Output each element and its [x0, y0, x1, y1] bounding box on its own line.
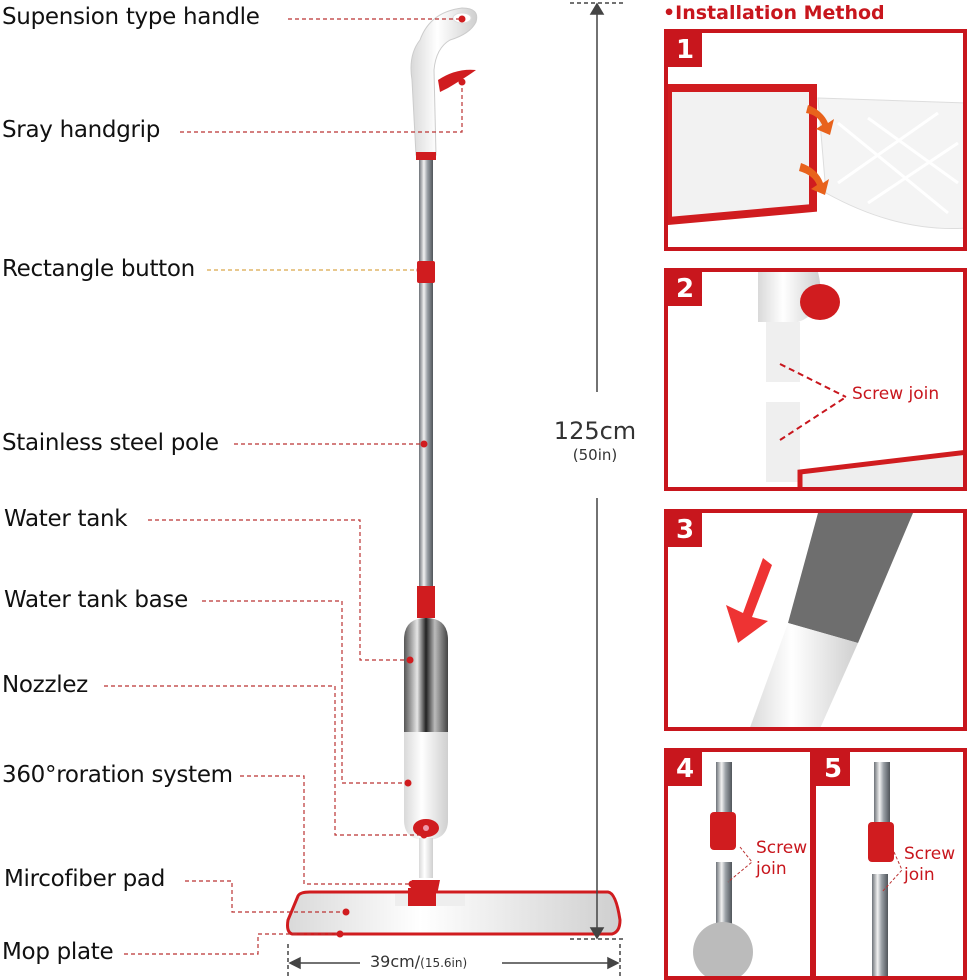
screw-join-label-line1: Screw	[756, 838, 808, 858]
screw-join-label: Screw join	[852, 384, 940, 404]
installation-title-text: Installation Method	[675, 2, 885, 24]
pad-attach-illustration	[668, 84, 963, 230]
label-stainless-steel-pole: Stainless steel pole	[2, 430, 219, 456]
pole-graphic	[419, 160, 433, 590]
pole-join-illustration	[693, 762, 753, 976]
height-dimension-cm: 125cm	[553, 417, 637, 445]
handle-graphic	[410, 7, 478, 160]
step-1-panel: 1	[664, 29, 967, 251]
step-2-panel: 2 Screw join	[664, 268, 967, 491]
screw-join-label: Screw join	[756, 838, 807, 880]
width-dimension-cm: 39cm/	[370, 952, 421, 971]
height-dimension-in: (50in)	[572, 446, 618, 464]
step-number: 2	[668, 272, 702, 306]
step-3-panel: 3	[664, 509, 967, 731]
step-number: 3	[668, 513, 702, 547]
label-mop-plate: Mop plate	[2, 939, 114, 965]
rectangle-button-graphic	[417, 261, 435, 283]
label-rotation-system: 360°roration system	[2, 762, 233, 788]
label-rectangle-button: Rectangle button	[2, 256, 195, 282]
bullet-icon: •	[663, 2, 676, 24]
label-microfiber-pad: Mircofiber pad	[4, 866, 166, 892]
width-dimension-in: (15.6in)	[420, 956, 468, 970]
step-number: 5	[816, 752, 850, 786]
mop-plate-graphic	[286, 890, 622, 936]
width-dimension-line	[287, 944, 621, 978]
label-suspension-handle: Supension type handle	[2, 4, 260, 30]
leader-lines	[104, 18, 463, 955]
pole-join-illustration	[868, 762, 903, 976]
water-tank-graphic	[404, 618, 448, 732]
step-4-panel: 4 Screw join	[664, 748, 814, 980]
screw-join-label-line2: join	[904, 865, 935, 885]
step-number: 1	[668, 33, 702, 67]
screw-join-illustration	[758, 272, 963, 487]
label-spray-handgrip: Sray handgrip	[2, 117, 161, 143]
installation-title: •Installation Method	[663, 2, 885, 24]
screw-join-label-line1: Screw	[904, 844, 956, 864]
water-tank-base-graphic	[404, 732, 448, 840]
step-number: 4	[668, 752, 702, 786]
screw-join-label: Screw join	[904, 844, 955, 886]
step-5-panel: 5 Screw join	[812, 748, 967, 980]
label-nozzle: Nozzlez	[2, 672, 88, 698]
label-water-tank-base: Water tank base	[4, 587, 188, 613]
label-water-tank: Water tank	[4, 506, 128, 532]
callout-dots	[336, 15, 466, 938]
tank-attach-illustration	[726, 513, 913, 727]
width-dimension: 39cm/(15.6in)	[370, 952, 467, 971]
height-dimension-line	[570, 2, 625, 940]
screw-join-label-line2: join	[756, 859, 787, 879]
